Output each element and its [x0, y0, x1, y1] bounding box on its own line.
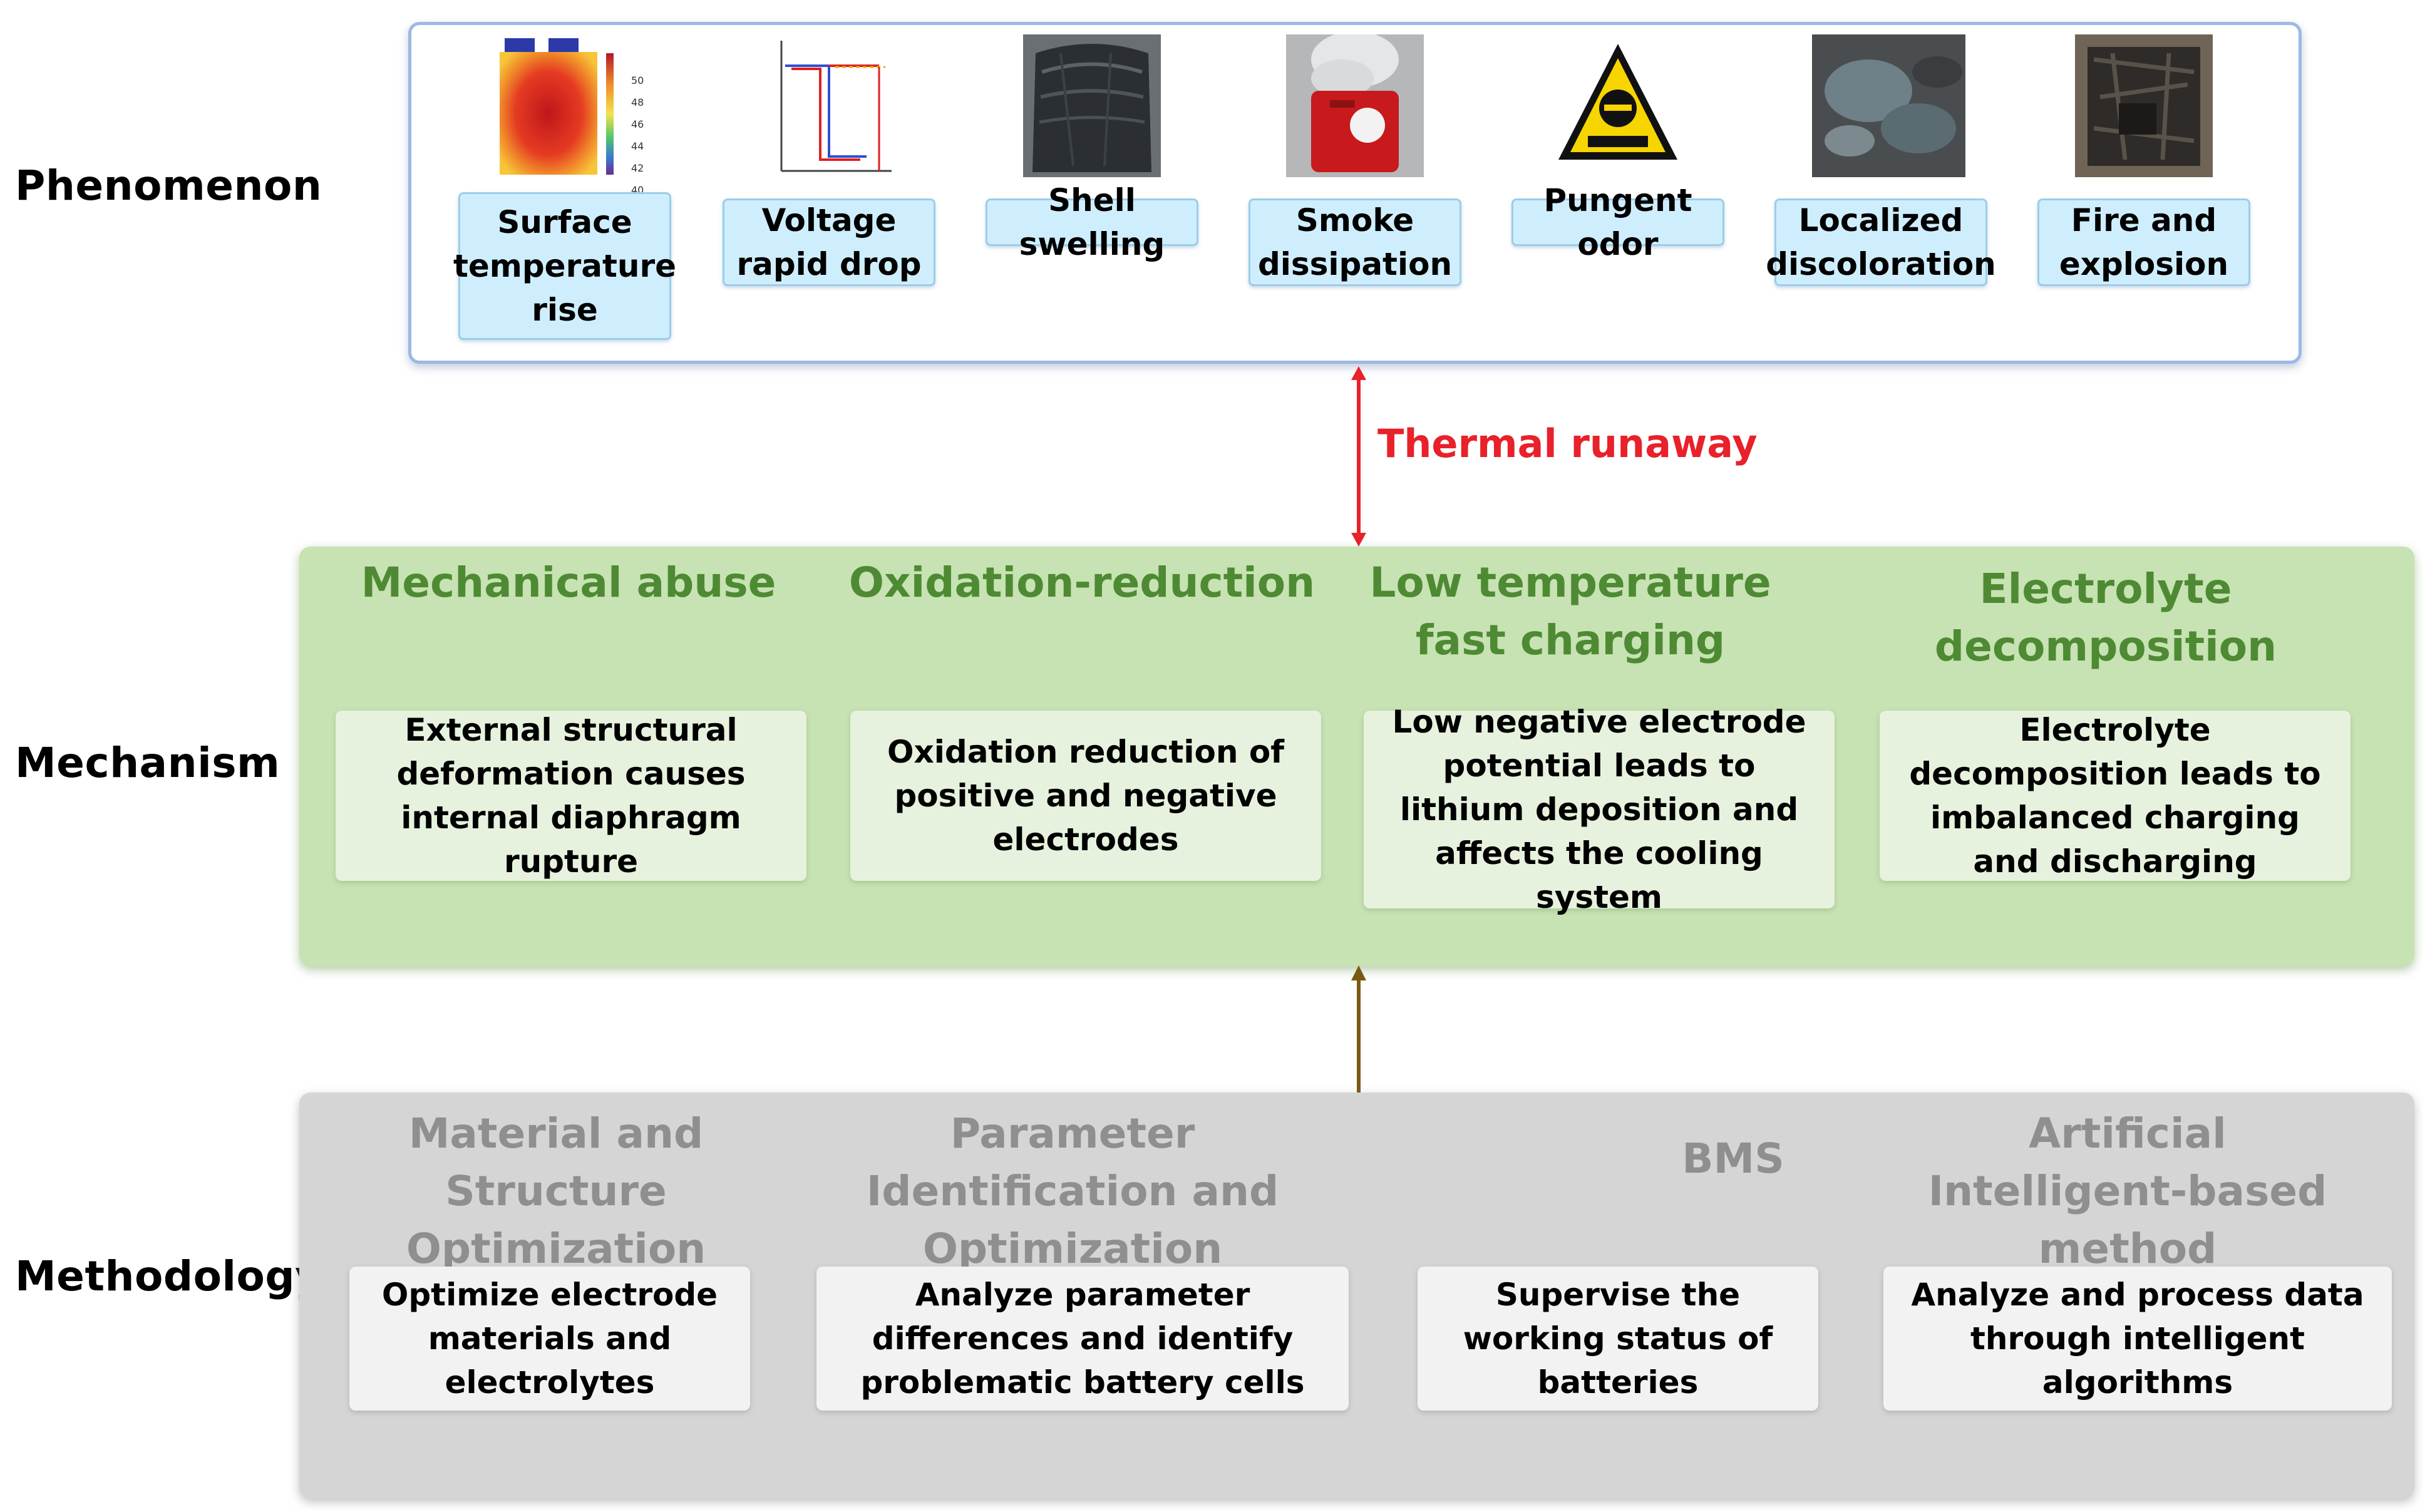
phenomenon-panel: 50 48 46 44 42 40 Surface temperature ri… — [408, 22, 2302, 364]
heatmap-tick: 48 — [631, 96, 644, 108]
phenomenon-label: Surface temperature rise — [453, 192, 676, 340]
burnt-battery-photo — [2075, 34, 2213, 177]
mechanism-title: Mechanical abuse — [361, 558, 776, 607]
methodology-desc: Optimize electrode materials and electro… — [349, 1267, 750, 1411]
phenomenon-label: Shell swelling — [986, 182, 1198, 262]
phenomenon-label: Pungent odor — [1511, 182, 1724, 262]
methodology-title: BMS — [1682, 1134, 1784, 1183]
phenomenon-label: Fire and explosion — [2037, 198, 2250, 286]
mechanism-title: Electrolyte decomposition — [1934, 565, 2277, 671]
swollen-battery-photo — [1023, 34, 1161, 177]
mechanism-desc: Electrolyte decomposition leads to imbal… — [1880, 711, 2350, 881]
voltage-graph-icon — [780, 41, 892, 172]
methodology-desc: Supervise the working status of batterie… — [1418, 1267, 1818, 1411]
phenomenon-label: Smoke dissipation — [1249, 198, 1461, 286]
methodology-desc: Analyze parameter differences and identi… — [816, 1267, 1349, 1411]
methodology-desc: Analyze and process data through intelli… — [1883, 1267, 2392, 1411]
heatmap-tick: 50 — [631, 75, 644, 86]
mechanism-desc: Low negative electrode potential leads t… — [1364, 704, 1835, 915]
row-label-mechanism: Mechanism — [15, 739, 281, 787]
methodology-title: Material and Structure Optimization — [406, 1109, 706, 1273]
thermal-runaway-label: Thermal runaway — [1377, 421, 1758, 466]
heatmap-tick: 44 — [631, 140, 644, 152]
mechanism-desc: External structural deformation causes i… — [336, 711, 806, 881]
toxic-gas-warning-icon — [1558, 44, 1677, 160]
temperature-heatmap-icon — [500, 38, 614, 175]
mechanism-title: Low temperature fast charging — [1369, 558, 1771, 664]
mechanism-title: Oxidation-reduction — [848, 558, 1315, 607]
row-label-methodology: Methodology — [15, 1252, 322, 1300]
thermal-runaway-arrow — [1351, 366, 1366, 547]
methodology-panel: Material and Structure Optimization Para… — [299, 1093, 2414, 1498]
methodology-title: Parameter Identification and Optimizatio… — [866, 1109, 1279, 1273]
methodology-title: Artificial Intelligent-based method — [1928, 1109, 2327, 1273]
methodology-to-mechanism-arrow — [1351, 965, 1366, 1096]
row-label-phenomenon: Phenomenon — [15, 162, 322, 210]
mechanism-desc: Oxidation reduction of positive and nega… — [850, 711, 1321, 881]
heatmap-tick: 46 — [631, 118, 644, 130]
smoke-photo — [1286, 34, 1424, 177]
heatmap-tick: 42 — [631, 162, 644, 174]
heatmap-scale: 50 48 46 44 42 40 — [631, 69, 644, 201]
mechanism-panel: Mechanical abuse Oxidation-reduction Low… — [299, 547, 2414, 966]
phenomenon-label: Localized discoloration — [1766, 198, 1996, 286]
discoloration-photo — [1812, 34, 1965, 177]
phenomenon-label: Voltage rapid drop — [723, 198, 935, 286]
